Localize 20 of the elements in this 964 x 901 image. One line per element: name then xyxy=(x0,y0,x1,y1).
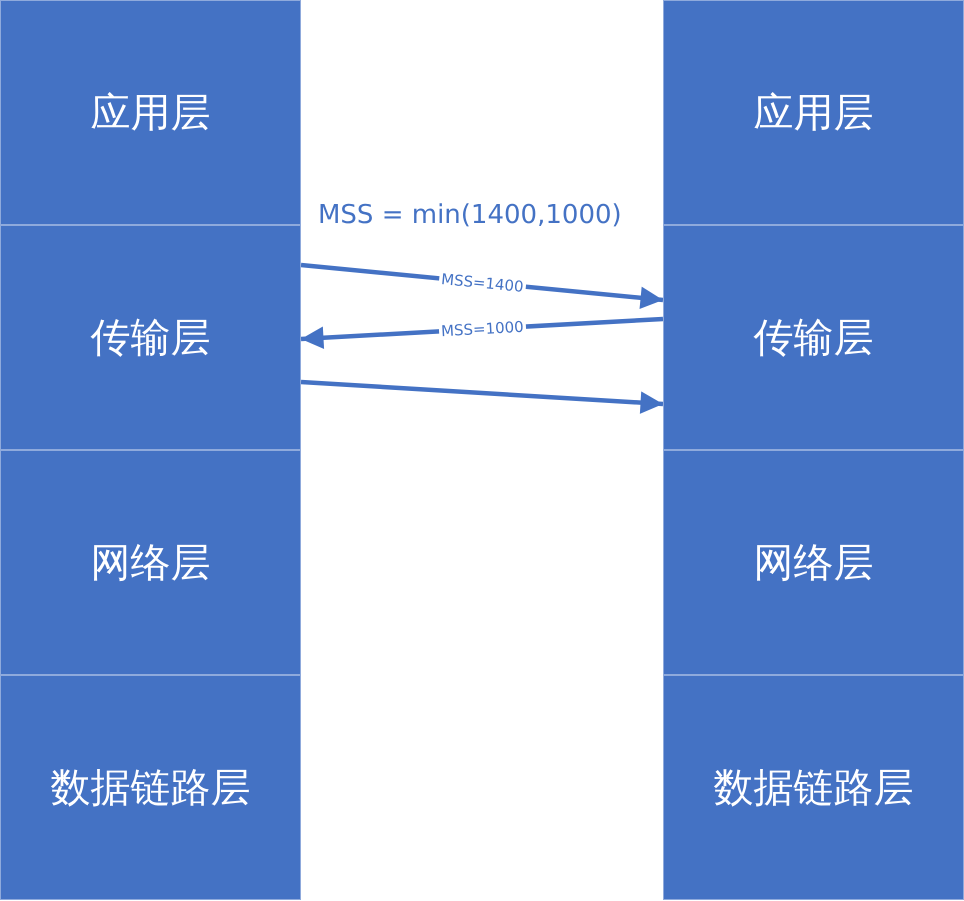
layer-name: 应用层 xyxy=(90,89,210,138)
layer-box xyxy=(663,225,964,450)
layer-name: 传输层 xyxy=(90,314,210,363)
layer-box xyxy=(663,0,964,225)
layer-name: 传输层 xyxy=(754,314,874,363)
layer-name: 网络层 xyxy=(90,539,210,588)
layer-box xyxy=(0,0,301,225)
layer-box xyxy=(0,450,301,675)
formula-text: MSS = min(1400,1000) xyxy=(318,200,622,230)
layer-name: 数据链路层 xyxy=(50,764,250,813)
layer-name: 数据链路层 xyxy=(714,764,914,813)
layer-box xyxy=(663,450,964,675)
layer-box xyxy=(0,675,301,900)
arrow xyxy=(300,380,664,414)
layer-box xyxy=(663,675,964,900)
layer-name: 网络层 xyxy=(754,539,874,588)
edge-label: MSS=1000 xyxy=(438,318,526,340)
edge-label: MSS=1400 xyxy=(438,270,526,295)
layer-name: 应用层 xyxy=(754,89,874,138)
layer-box xyxy=(0,225,301,450)
